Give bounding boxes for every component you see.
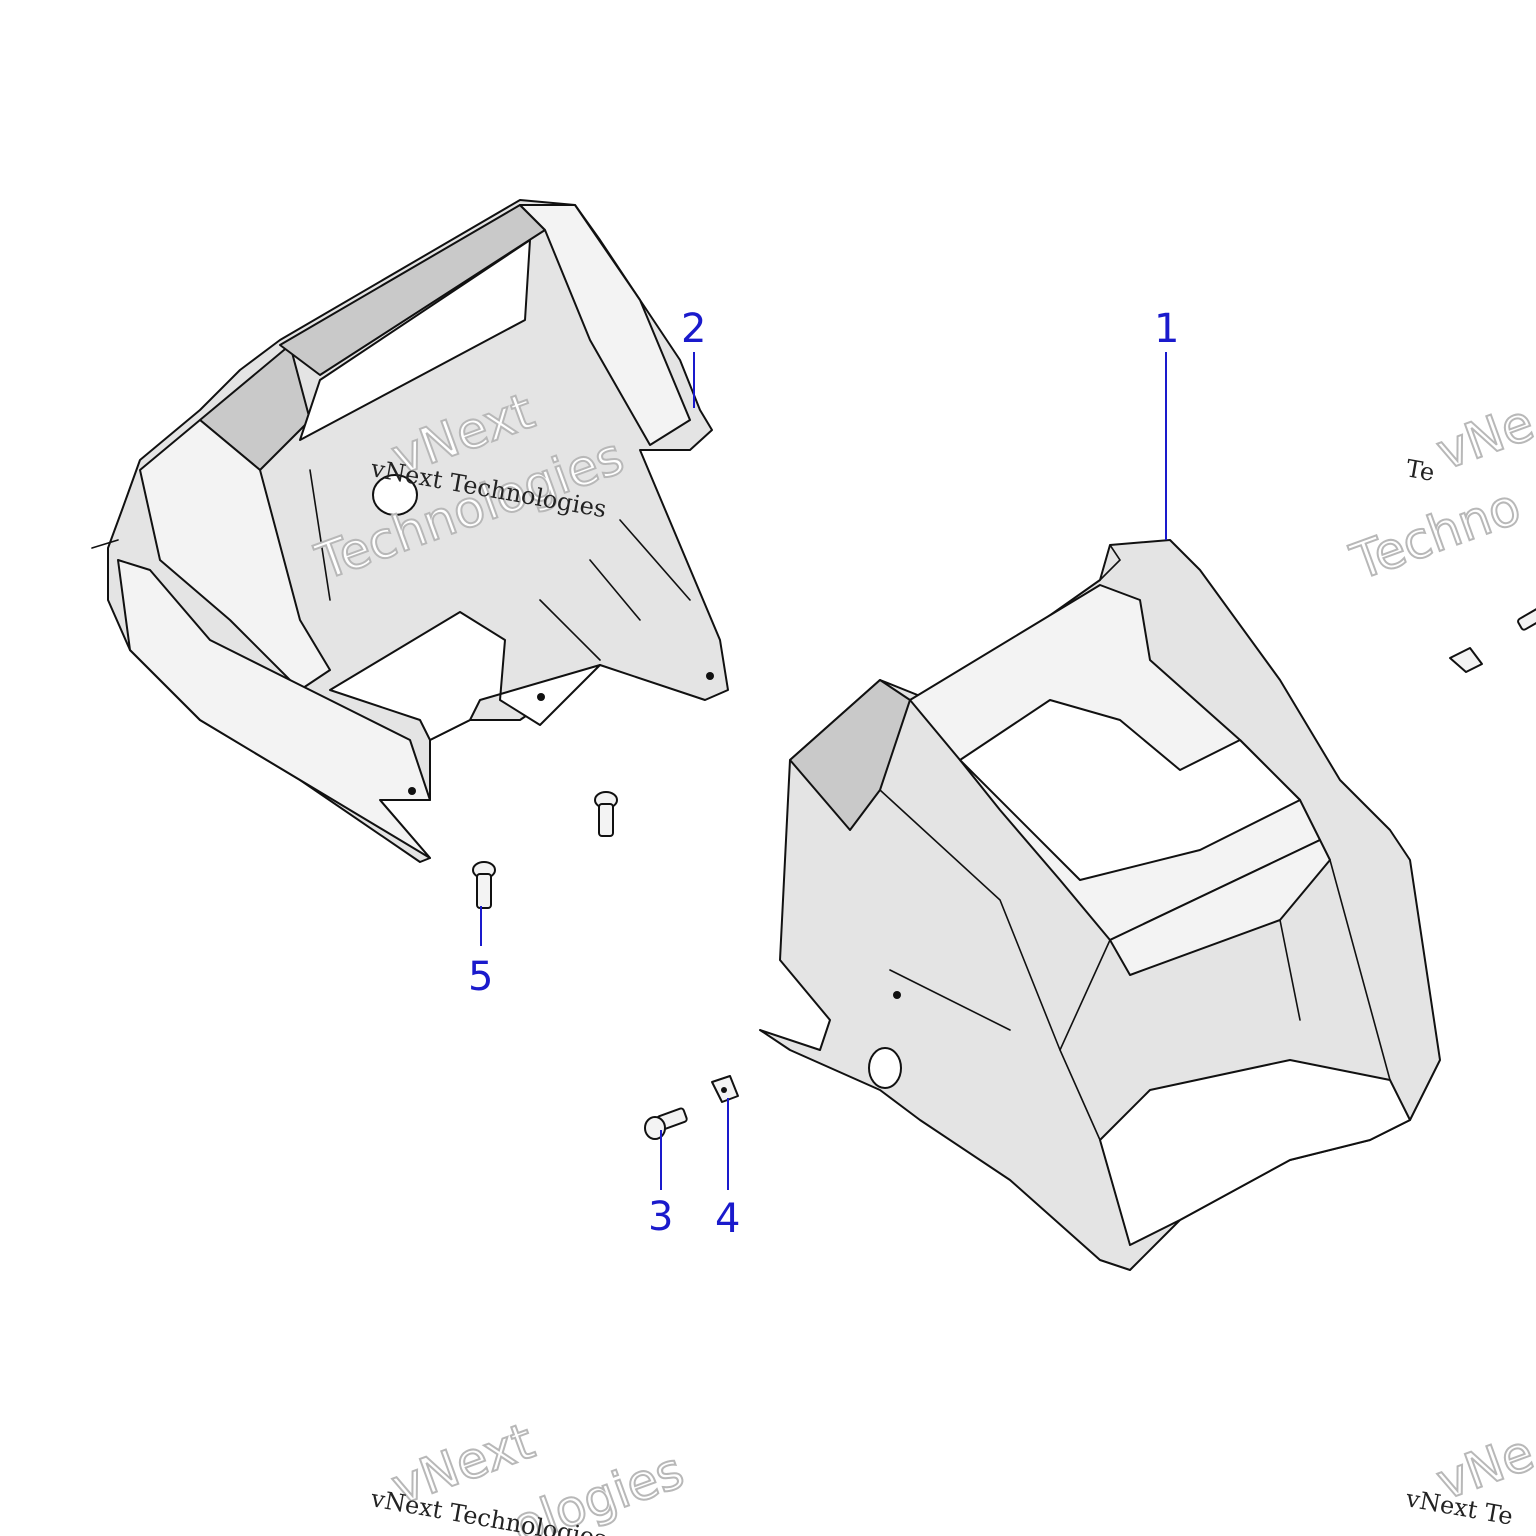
callout-2-label: 2 — [681, 306, 706, 352]
callout-3-label: 3 — [648, 1194, 673, 1240]
callout-3: 3 — [648, 1130, 673, 1240]
watermark-outline-right-2: Techno — [1343, 477, 1528, 591]
callout-4-label: 4 — [715, 1196, 740, 1242]
part-2-headlight-bracket — [91, 199, 729, 863]
callout-5: 5 — [468, 906, 493, 1000]
part-4-clip-nut — [711, 1075, 739, 1103]
callout-1-label: 1 — [1154, 306, 1179, 352]
part-5-screw — [472, 861, 496, 909]
part-1-headlight-housing — [759, 539, 1441, 1271]
watermark-outline-right-1: vNe — [1429, 393, 1536, 481]
watermark-text-right: Te — [1404, 454, 1437, 486]
screw-unlabeled — [594, 791, 618, 837]
callout-4: 4 — [715, 1098, 740, 1242]
callout-5-label: 5 — [468, 954, 493, 1000]
callout-1: 1 — [1154, 306, 1179, 540]
clip-unlabeled-right — [1449, 605, 1536, 673]
part-3-screw — [644, 1107, 688, 1140]
callout-2: 2 — [681, 306, 706, 408]
